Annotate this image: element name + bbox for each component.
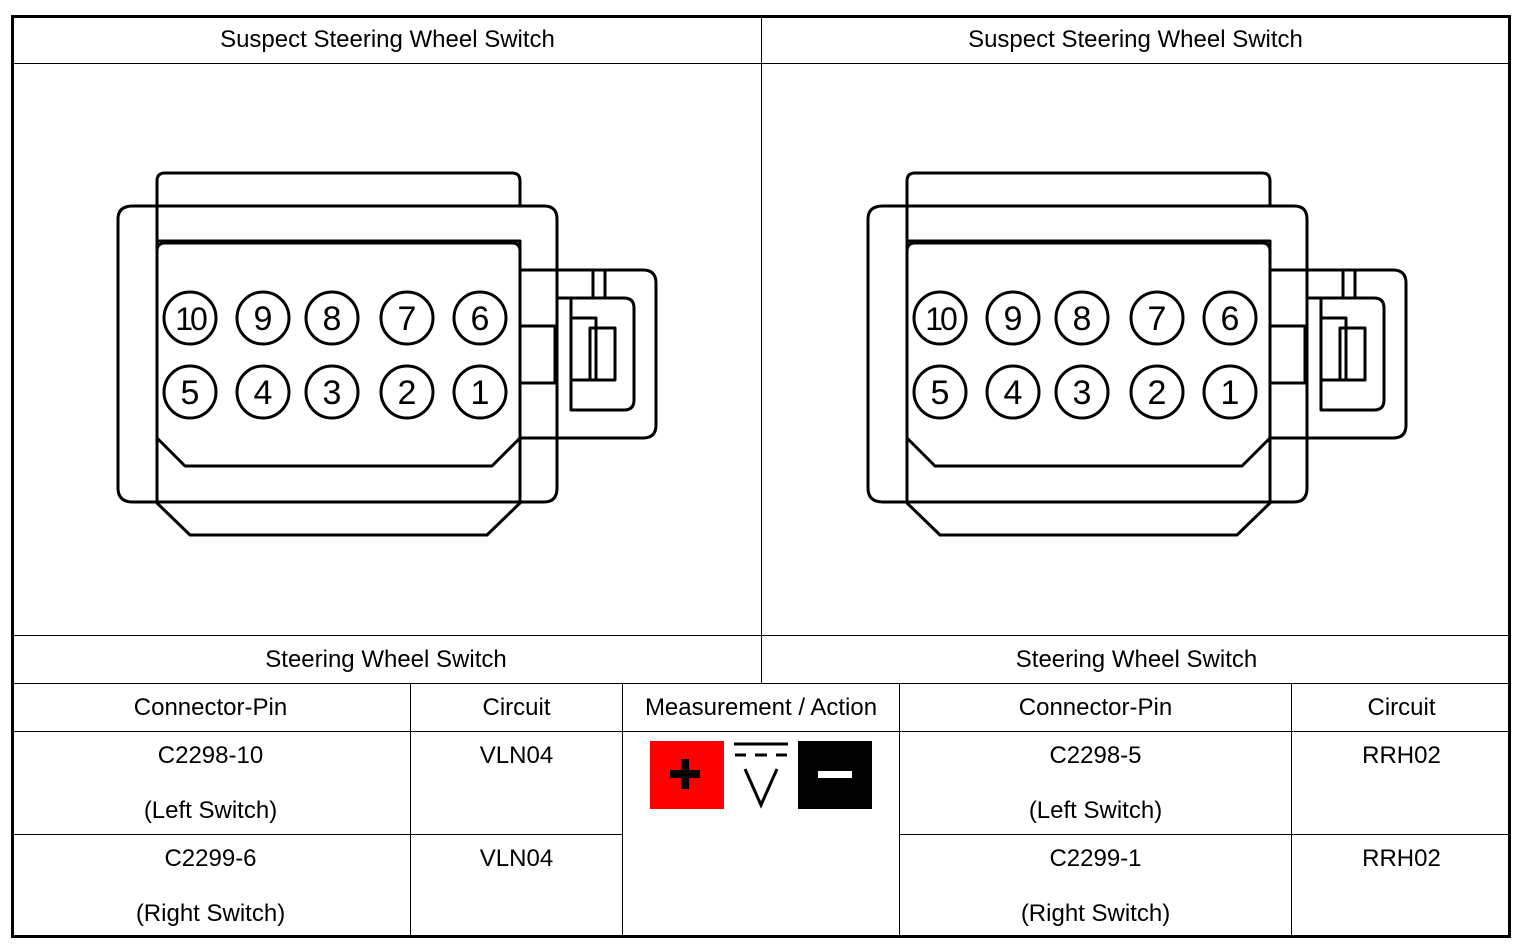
- pin-9-circle: [235, 290, 291, 346]
- cell-switch-note: (Right Switch): [135, 900, 286, 927]
- pin-2-label: 2: [398, 374, 417, 412]
- pin-4-label: 4: [1004, 374, 1023, 412]
- cell-circuit-right: RRH02: [1362, 742, 1441, 769]
- cell-connector-pin-right: C2299-1: [1049, 845, 1142, 872]
- pin-9-circle: [985, 290, 1041, 346]
- pin-3-circle: [1054, 364, 1110, 420]
- pin-4-circle: [235, 364, 291, 420]
- divider: [410, 683, 411, 938]
- pin-3-circle: [304, 364, 360, 420]
- pin-6-circle: [1202, 290, 1258, 346]
- pin-10-label: 10: [175, 301, 207, 337]
- cell-connector-pin: C2299-6: [164, 845, 257, 872]
- cell-circuit-right: RRH02: [1362, 845, 1441, 872]
- pin-1-label: 1: [1221, 374, 1240, 412]
- pin-3-label: 3: [1073, 374, 1092, 412]
- pin-2-circle: [379, 364, 435, 420]
- pin-6-label: 6: [1221, 300, 1240, 338]
- pin-1-label: 1: [471, 374, 490, 412]
- group-header-right: Steering Wheel Switch: [1015, 646, 1258, 673]
- column-header-measurement: Measurement / Action: [644, 694, 878, 721]
- pin-1-circle: [452, 364, 508, 420]
- divider: [1291, 683, 1292, 938]
- pin-10-circle: [162, 290, 218, 346]
- pin-4-label: 4: [254, 374, 273, 412]
- pin-1-circle: [1202, 364, 1258, 420]
- dc-voltmeter-icon: [734, 742, 788, 809]
- pin-3-label: 3: [323, 374, 342, 412]
- pin-7-circle: [379, 290, 435, 346]
- column-header-circuit: Circuit: [482, 694, 551, 721]
- positive-lead-icon: [650, 741, 724, 809]
- divider: [899, 834, 1511, 835]
- diagram-title-right: Suspect Steering Wheel Switch: [968, 26, 1303, 53]
- divider: [11, 731, 1511, 732]
- divider: [761, 15, 762, 684]
- pin-8-circle: [1054, 290, 1110, 346]
- pin-5-circle: [162, 364, 218, 420]
- negative-lead-icon: [798, 741, 872, 809]
- cell-connector-pin-right: C2298-5: [1049, 742, 1142, 769]
- pin-7-circle: [1129, 290, 1185, 346]
- pin-5-label: 5: [181, 374, 200, 412]
- pin-5-circle: [912, 364, 968, 420]
- cell-connector-pin: C2298-10: [157, 742, 264, 769]
- pin-4-circle: [985, 364, 1041, 420]
- pin-2-label: 2: [1148, 374, 1167, 412]
- cell-circuit: VLN04: [479, 742, 554, 769]
- cell-switch-note: (Left Switch): [143, 797, 278, 824]
- divider: [622, 683, 623, 938]
- connector-diagram-left: 10 9 8 7 6 5 4 3 2 1: [116, 171, 658, 537]
- pin-5-label: 5: [931, 374, 950, 412]
- pin-6-circle: [452, 290, 508, 346]
- column-header-circuit-right: Circuit: [1367, 694, 1436, 721]
- cell-switch-note-right: (Right Switch): [1020, 900, 1171, 927]
- pin-8-label: 8: [323, 300, 342, 338]
- pin-7-label: 7: [398, 300, 417, 338]
- group-header-left: Steering Wheel Switch: [265, 646, 507, 673]
- cell-switch-note-right: (Left Switch): [1028, 797, 1163, 824]
- cell-circuit: VLN04: [479, 845, 554, 872]
- pin-10-label: 10: [925, 301, 957, 337]
- divider: [11, 834, 622, 835]
- pin-9-label: 9: [1004, 300, 1023, 338]
- pin-2-circle: [1129, 364, 1185, 420]
- column-header-connector-pin-right: Connector-Pin: [1018, 694, 1173, 721]
- pin-9-label: 9: [254, 300, 273, 338]
- pin-7-label: 7: [1148, 300, 1167, 338]
- pin-10-circle: [912, 290, 968, 346]
- pin-6-label: 6: [471, 300, 490, 338]
- divider: [899, 683, 900, 938]
- connector-diagram-right: 10 9 8 7 6 5 4 3 2 1: [866, 171, 1408, 537]
- diagram-title-left: Suspect Steering Wheel Switch: [220, 26, 555, 53]
- pin-8-circle: [304, 290, 360, 346]
- pin-8-label: 8: [1073, 300, 1092, 338]
- column-header-connector-pin: Connector-Pin: [133, 694, 288, 721]
